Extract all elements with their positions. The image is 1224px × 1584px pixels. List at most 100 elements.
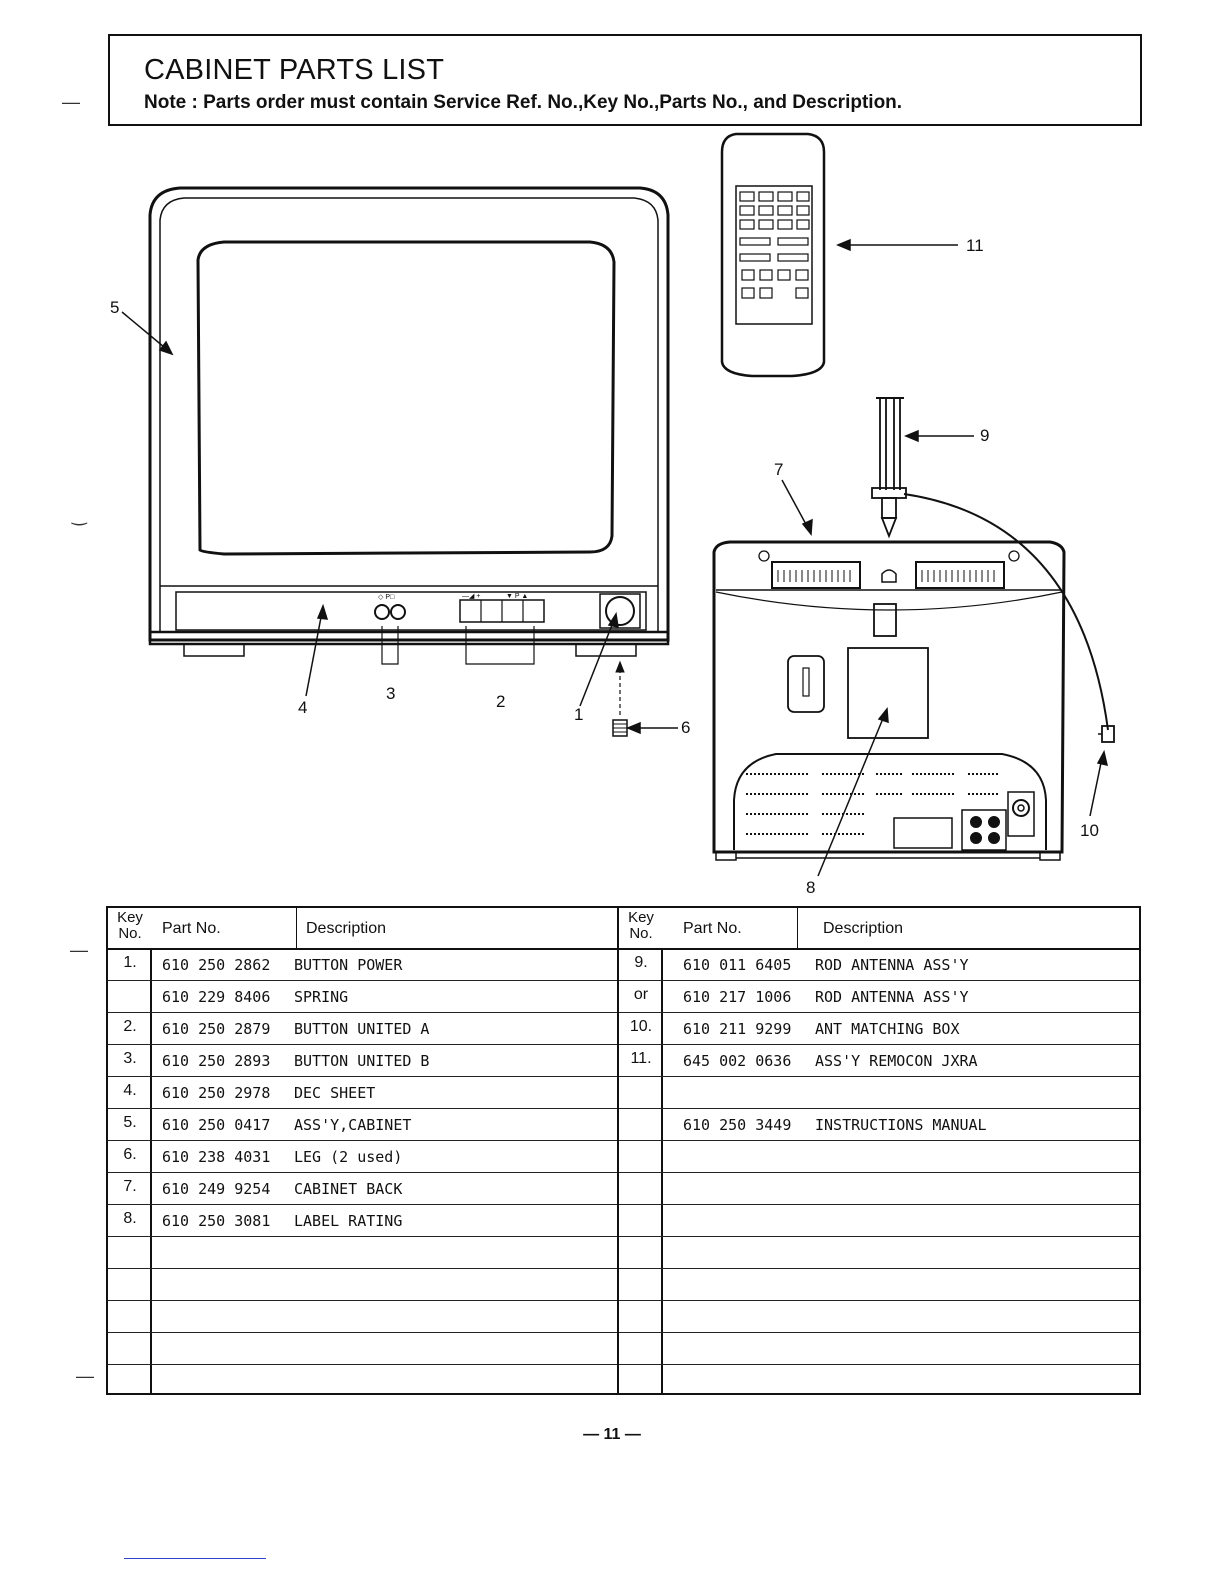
callout-6: 6 <box>681 718 690 737</box>
callout-labels: 1 2 3 4 5 6 7 8 9 10 11 <box>110 236 1099 897</box>
callout-11: 11 <box>966 236 984 255</box>
part-no-cell: 610 011 6405 <box>683 956 792 974</box>
table-row: 9. 610 011 6405 ROD ANTENNA ASS'Y <box>619 948 1139 981</box>
table-row <box>619 1364 1139 1396</box>
description-cell: CABINET BACK <box>294 1180 403 1198</box>
callout-3: 3 <box>386 684 395 703</box>
header-divider <box>797 908 798 948</box>
table-row <box>619 1140 1139 1173</box>
key-no-cell: 6. <box>123 1146 137 1163</box>
table-row <box>619 1332 1139 1365</box>
key-header-line2: No. <box>629 925 653 942</box>
callout-10: 10 <box>1080 821 1099 840</box>
volume-label: —◢ + <box>462 593 480 600</box>
key-no-cell: 9. <box>634 954 648 971</box>
key-no-cell: 5. <box>123 1114 137 1131</box>
part-no-cell: 610 250 2893 <box>162 1052 271 1070</box>
callout-5: 5 <box>110 298 119 317</box>
key-header-line1: Key <box>117 909 143 926</box>
description-cell: BUTTON UNITED B <box>294 1052 430 1070</box>
description-cell: ANT MATCHING BOX <box>815 1020 960 1038</box>
description-header: Description <box>823 920 904 937</box>
parts-table-right: Key No. Part No. Description 9. 610 011 6… <box>617 908 1139 1393</box>
description-cell: BUTTON UNITED A <box>294 1020 430 1038</box>
callout-4: 4 <box>298 698 307 717</box>
order-note: Note : Parts order must contain Service … <box>144 92 903 113</box>
table-row: 10. 610 211 9299 ANT MATCHING BOX <box>619 1012 1139 1045</box>
part-no-cell: 610 238 4031 <box>162 1148 271 1166</box>
key-no-cell: 8. <box>123 1210 137 1227</box>
part-no-cell: 610 250 0417 <box>162 1116 271 1134</box>
callout-2: 2 <box>496 692 505 711</box>
table-row <box>108 1236 617 1269</box>
description-cell: ASS'Y,CABINET <box>294 1116 412 1134</box>
table-row: 5. 610 250 0417 ASS'Y,CABINET <box>108 1108 617 1141</box>
callout-1: 1 <box>574 705 583 724</box>
part-no-cell: 610 250 2978 <box>162 1084 271 1102</box>
part-no-cell: 610 229 8406 <box>162 988 271 1006</box>
key-no-header: Key No. <box>623 910 659 942</box>
part-no-cell: 610 250 3449 <box>683 1116 792 1134</box>
margin-mark: ― <box>70 940 88 960</box>
table-row <box>108 1364 617 1396</box>
key-no-cell: 11. <box>630 1050 652 1067</box>
description-cell: BUTTON POWER <box>294 956 403 974</box>
table-row: 8. 610 250 3081 LABEL RATING <box>108 1204 617 1237</box>
av-label: ◇ P□ <box>378 594 395 601</box>
part-no-cell: 610 217 1006 <box>683 988 792 1006</box>
key-column-line <box>150 948 152 1393</box>
exploded-view-diagram: ◇ P□ —◢ + ▼ P ▲ <box>110 132 1115 897</box>
description-cell: ASS'Y REMOCON JXRA <box>815 1052 978 1070</box>
description-cell: ROD ANTENNA ASS'Y <box>815 988 969 1006</box>
tv-back-illustration <box>712 540 1066 861</box>
leader-lines <box>121 238 1108 877</box>
table-row <box>619 1268 1139 1301</box>
part-no-cell: 610 249 9254 <box>162 1180 271 1198</box>
leg-part-illustration <box>612 660 628 737</box>
page-number: — 11 — <box>583 1426 641 1443</box>
key-header-line2: No. <box>118 925 142 942</box>
part-no-cell: 610 211 9299 <box>683 1020 792 1038</box>
bottom-link-underline <box>124 1558 266 1559</box>
part-no-cell: 610 250 2879 <box>162 1020 271 1038</box>
key-no-cell: 4. <box>123 1082 137 1099</box>
table-header: Key No. Part No. Description <box>108 908 617 950</box>
header-box: CABINET PARTS LIST Note : Parts order mu… <box>108 34 1142 126</box>
remote-control-illustration <box>720 132 826 378</box>
key-no-cell: 1. <box>123 954 137 971</box>
program-label: ▼ P ▲ <box>506 593 528 600</box>
description-cell: LABEL RATING <box>294 1212 403 1230</box>
key-no-cell: or <box>633 986 649 1003</box>
description-cell: DEC SHEET <box>294 1084 376 1102</box>
part-no-header: Part No. <box>162 920 221 937</box>
table-row <box>619 1236 1139 1269</box>
table-row: 4. 610 250 2978 DEC SHEET <box>108 1076 617 1109</box>
table-header: Key No. Part No. Description <box>619 908 1139 950</box>
table-row <box>108 1300 617 1333</box>
key-no-cell: 3. <box>123 1050 137 1067</box>
part-no-cell: 645 002 0636 <box>683 1052 792 1070</box>
page-title: CABINET PARTS LIST <box>144 54 445 86</box>
table-row: 1. 610 250 2862 BUTTON POWER <box>108 948 617 981</box>
table-row <box>108 1332 617 1365</box>
callout-9: 9 <box>980 426 989 445</box>
margin-mark: ‿ <box>72 505 87 525</box>
description-cell: LEG (2 used) <box>294 1148 403 1166</box>
part-no-cell: 610 250 3081 <box>162 1212 271 1230</box>
callout-7: 7 <box>774 460 783 479</box>
table-row: 3. 610 250 2893 BUTTON UNITED B <box>108 1044 617 1077</box>
table-row: or 610 217 1006 ROD ANTENNA ASS'Y <box>619 980 1139 1013</box>
description-cell: ROD ANTENNA ASS'Y <box>815 956 969 974</box>
key-no-header: Key No. <box>112 910 148 942</box>
parts-table-left: Key No. Part No. Description 1. 610 250 2… <box>108 908 617 1393</box>
part-no-cell: 610 250 2862 <box>162 956 271 974</box>
header-divider <box>296 908 297 948</box>
key-no-cell: 10. <box>629 1018 653 1035</box>
table-row <box>619 1172 1139 1205</box>
table-row <box>108 1268 617 1301</box>
description-header: Description <box>306 920 387 937</box>
table-row <box>619 1204 1139 1237</box>
